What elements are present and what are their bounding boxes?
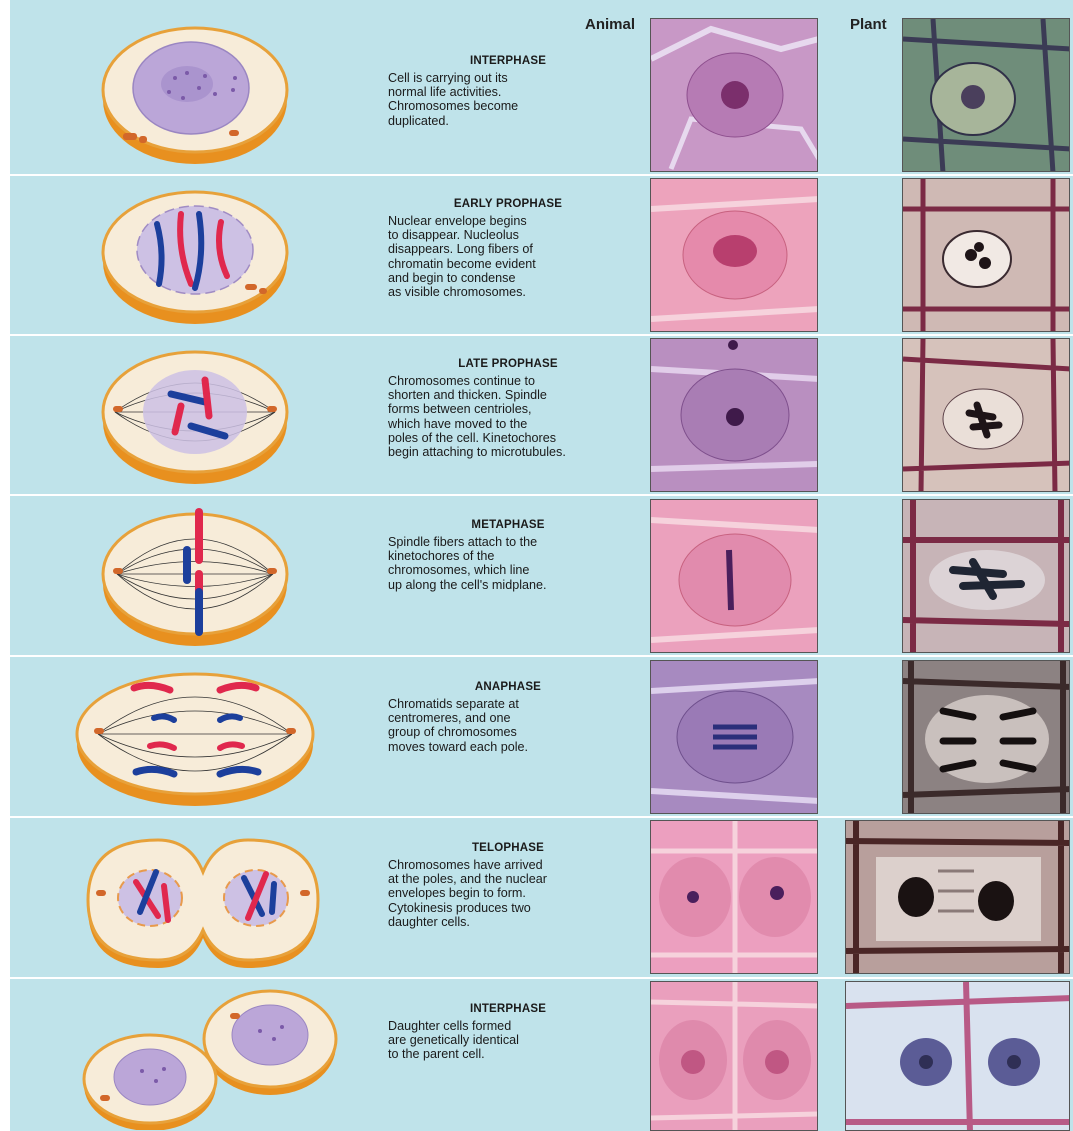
row-divider: [10, 494, 1073, 496]
plant-daughter-cells-micrograph: [845, 981, 1070, 1131]
plant-early-prophase-micrograph: [902, 178, 1070, 332]
phase-title: INTERPHASE: [388, 1003, 628, 1015]
phase-title: INTERPHASE: [388, 55, 628, 67]
row-divider: [10, 655, 1073, 657]
phase-description: Cell is carrying out its normal life act…: [388, 71, 628, 128]
daughter-cells-interphase-illustration: [80, 985, 340, 1130]
metaphase-cell-illustration: [95, 504, 295, 649]
animal-column-header: Animal: [585, 16, 635, 33]
interphase-cell-illustration: [95, 18, 295, 168]
plant-metaphase-micrograph: [902, 499, 1070, 653]
telophase-cell-illustration: [78, 832, 328, 972]
animal-metaphase-micrograph: [650, 499, 818, 653]
phase-1-text: INTERPHASE Cell is carrying out its norm…: [388, 55, 628, 128]
phase-4-text: METAPHASE Spindle fibers attach to the k…: [388, 519, 628, 592]
plant-column-header: Plant: [850, 16, 887, 33]
phase-title: LATE PROPHASE: [388, 358, 628, 370]
row-divider: [10, 816, 1073, 818]
late-prophase-cell-illustration: [95, 344, 295, 489]
animal-daughter-cells-micrograph: [650, 981, 818, 1131]
animal-telophase-micrograph: [650, 820, 818, 974]
row-divider: [10, 977, 1073, 979]
row-divider: [10, 334, 1073, 336]
anaphase-cell-illustration: [70, 664, 320, 812]
early-prophase-cell-illustration: [95, 184, 295, 329]
animal-early-prophase-micrograph: [650, 178, 818, 332]
row-divider: [10, 174, 1073, 176]
phase-description: Chromosomes have arrived at the poles, a…: [388, 858, 628, 929]
animal-interphase-micrograph: [650, 18, 818, 172]
phase-2-text: EARLY PROPHASE Nuclear envelope begins t…: [388, 198, 628, 299]
phase-title: TELOPHASE: [388, 842, 628, 854]
plant-anaphase-micrograph: [902, 660, 1070, 814]
animal-anaphase-micrograph: [650, 660, 818, 814]
plant-telophase-micrograph: [845, 820, 1070, 974]
phase-description: Spindle fibers attach to the kinetochore…: [388, 535, 628, 592]
plant-late-prophase-micrograph: [902, 338, 1070, 492]
phase-title: EARLY PROPHASE: [388, 198, 628, 210]
phase-title: ANAPHASE: [388, 681, 628, 693]
phase-description: Chromatids separate at centromeres, and …: [388, 697, 628, 754]
phase-3-text: LATE PROPHASE Chromosomes continue to sh…: [388, 358, 628, 459]
animal-late-prophase-micrograph: [650, 338, 818, 492]
phase-5-text: ANAPHASE Chromatids separate at centrome…: [388, 681, 628, 754]
phase-6-text: TELOPHASE Chromosomes have arrived at th…: [388, 842, 628, 929]
plant-interphase-micrograph: [902, 18, 1070, 172]
phase-description: Daughter cells formed are genetically id…: [388, 1019, 628, 1062]
phase-description: Nuclear envelope begins to disappear. Nu…: [388, 214, 628, 299]
phase-7-text: INTERPHASE Daughter cells formed are gen…: [388, 1003, 628, 1062]
phase-description: Chromosomes continue to shorten and thic…: [388, 374, 628, 459]
phase-title: METAPHASE: [388, 519, 628, 531]
